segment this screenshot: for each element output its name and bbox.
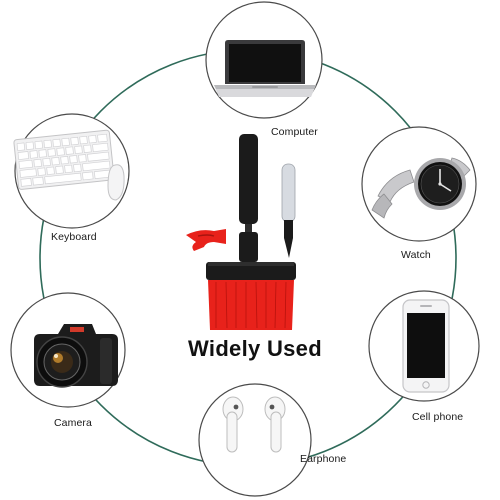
watch-node [361,126,477,242]
computer-node [205,1,323,119]
camera-node [10,292,126,408]
watch-icon [371,157,471,219]
cell-phone-node [368,290,480,402]
label-camera: Camera [54,417,92,429]
earbuds-icon [222,396,286,453]
laptop-icon [214,40,316,97]
keyboard-node [13,113,130,229]
label-watch: Watch [401,249,431,261]
earphone-node [198,383,312,497]
label-earphone: Earphone [300,453,347,465]
keyboard-icon [13,129,125,201]
label-keyboard: Keyboard [51,231,97,243]
label-computer: Computer [271,126,318,138]
cleaning-brush-kit-icon [186,134,296,330]
camera-icon [34,324,118,388]
headline: Widely Used [188,336,322,361]
label-cell-phone: Cell phone [412,411,464,423]
phone-icon [402,299,450,393]
